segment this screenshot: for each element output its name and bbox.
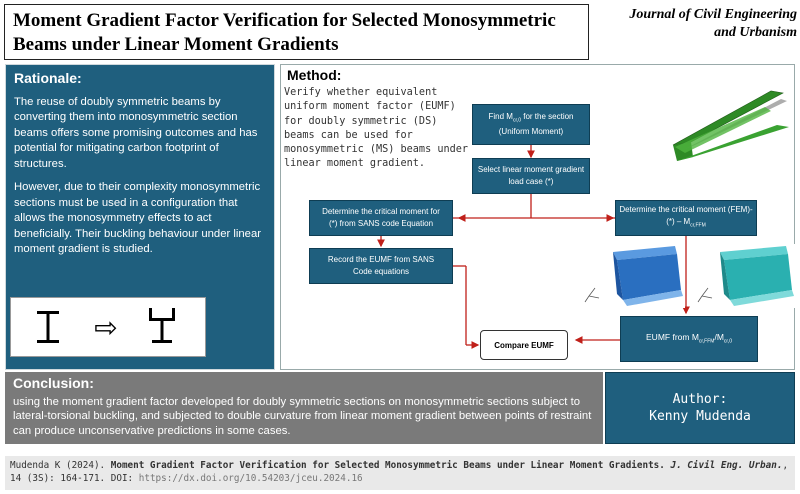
method-description: Verify whether equivalent uniform moment…: [284, 87, 469, 170]
rationale-heading: Rationale:: [14, 70, 82, 86]
buckled-beam-model-image: [655, 87, 793, 179]
fem-critical-moment-box: Determine the critical moment (FEM)- (*)…: [615, 200, 757, 236]
author-name: Kenny Mudenda: [649, 409, 751, 424]
eumf-fem-ratio-box: EUMF from Mcr,FFM/Mcr,0: [620, 316, 758, 362]
conclusion-text: using the moment gradient factor develop…: [13, 395, 592, 437]
citation-details: , 14 (3S): 164-171. DOI:: [10, 460, 789, 484]
doubly-symmetric-section-icon: [37, 308, 175, 343]
conclusion-heading: Conclusion:: [13, 375, 94, 391]
select-load-case-box: Select linear moment gradient load case …: [472, 158, 590, 194]
author-panel: Author: Kenny Mudenda: [605, 372, 795, 444]
citation-journal: J. Civil Eng. Urban.: [670, 460, 783, 471]
rationale-paragraph-2: However, due to their complexity monosym…: [14, 181, 262, 255]
rationale-paragraph-1: The reuse of doubly symmetric beams by c…: [14, 95, 258, 170]
citation-doi-link[interactable]: https://dx.doi.org/10.54203/jceu.2024.16: [138, 473, 363, 484]
citation-authors: Mudenda K (2024).: [10, 460, 111, 471]
journal-name: Journal of Civil Engineering and Urbanis…: [629, 7, 797, 40]
find-box-line2: (Uniform Moment): [498, 127, 564, 137]
citation-title: Moment Gradient Factor Verification for …: [110, 460, 665, 471]
conclusion-panel: Conclusion: using the moment gradient fa…: [5, 372, 603, 444]
arrow-right-icon: ⇨: [94, 312, 118, 343]
author-label: Author:: [672, 392, 728, 407]
method-heading: Method:: [287, 67, 342, 83]
sans-critical-moment-box: Determine the critical moment for (*) fr…: [309, 200, 453, 236]
fem-mesh-blue-image: [577, 244, 685, 308]
find-uniform-moment-box: Find Mcr,0 for the section (Uniform Mome…: [472, 104, 590, 145]
record-eumf-box: Record the EUMF from SANS Code equations: [309, 248, 453, 284]
section-conversion-illustration: ⇨: [10, 297, 206, 357]
poster-title: Moment Gradient Factor Verification for …: [4, 4, 589, 60]
compare-eumf-box: Compare EUMF: [480, 330, 568, 360]
fem-mesh-cyan-image: [690, 244, 795, 308]
citation: Mudenda K (2024). Moment Gradient Factor…: [5, 456, 795, 490]
